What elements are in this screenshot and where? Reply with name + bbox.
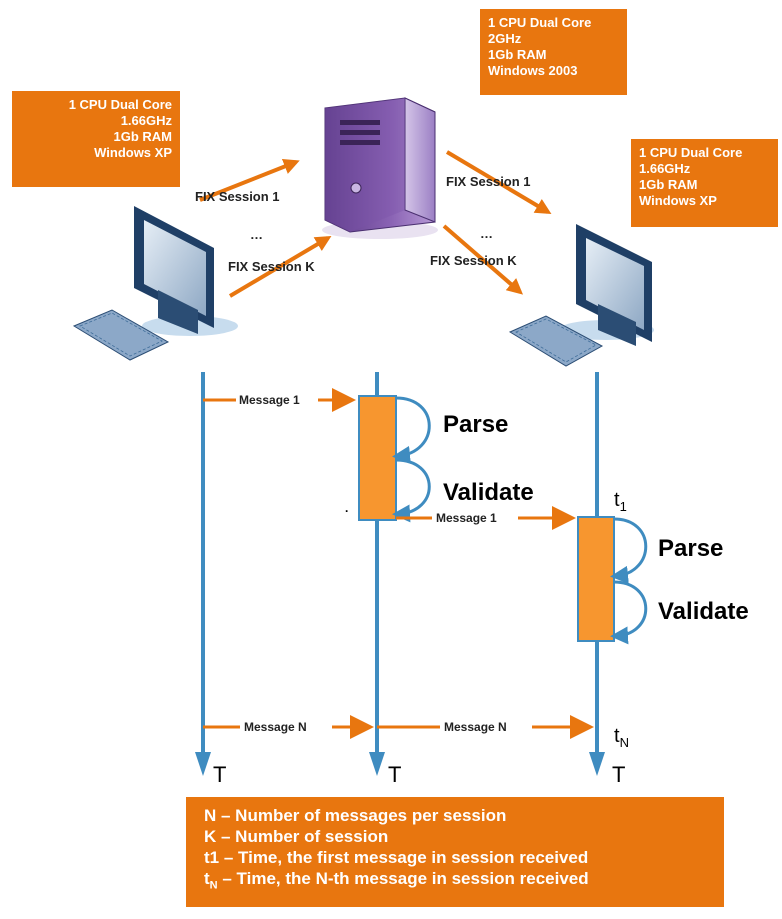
server-time-axis-label: T [388, 762, 401, 787]
server-dot-mark: . [345, 501, 348, 515]
spec-line: 1 CPU Dual Core [68, 97, 172, 112]
spec-line: 1 CPU Dual Core [639, 145, 743, 160]
left-timeline-arrowhead [195, 752, 211, 776]
session-1-arrow-right [445, 150, 552, 215]
legend-line-tn: tN – Time, the N-th message in session r… [204, 869, 589, 892]
session-k-right-label: FIX Session K [430, 253, 517, 268]
client-validate-label: Validate [658, 598, 749, 625]
session-1-right-label: FIX Session 1 [446, 174, 531, 189]
spec-line: 1Gb RAM [113, 129, 173, 144]
message-n-left-label-bg [240, 719, 332, 735]
server-validate-loop [392, 458, 431, 523]
left-time-axis-label: T [213, 762, 226, 787]
left-client-computer-icon [72, 206, 238, 361]
session-k-left-label: FIX Session K [228, 259, 315, 274]
spec-line: 1Gb RAM [639, 177, 698, 192]
server-parse-label: Parse [443, 411, 508, 438]
right-time-axis-label: T [612, 762, 625, 787]
server-parse-loop [392, 396, 431, 464]
spec-line: Windows XP [94, 145, 172, 160]
spec-line: 1.66GHz [120, 113, 172, 128]
server-timeline-arrowhead [369, 752, 385, 776]
spec-line: Windows XP [639, 193, 717, 208]
tn-label: tN [614, 725, 629, 750]
server-icon [322, 97, 438, 239]
spec-line: 1Gb RAM [488, 47, 547, 62]
message-1-right-label: Message 1 [436, 511, 497, 525]
left-client-spec-box: 1 CPU Dual Core 1.66GHz 1Gb RAM Windows … [12, 91, 180, 187]
session-ellipsis-left: … [250, 227, 263, 242]
spec-line: Windows 2003 [488, 63, 578, 78]
spec-line: 1.66GHz [639, 161, 691, 176]
message-n-right-label-bg [440, 719, 532, 735]
session-1-arrow-left [199, 158, 300, 202]
server-validate-label: Validate [443, 479, 534, 506]
message-1-right-label-bg [432, 510, 518, 526]
spec-line: 1 CPU Dual Core [488, 15, 592, 30]
t1-label: t1 [614, 489, 627, 514]
legend-line-n: N – Number of messages per session [204, 806, 507, 825]
legend-line-k: K – Number of session [204, 827, 389, 846]
legend-box: N – Number of messages per session K – N… [186, 797, 724, 907]
server-spec-box: 1 CPU Dual Core 2GHz 1Gb RAM Windows 200… [480, 9, 627, 95]
right-timeline-arrowhead [589, 752, 605, 776]
client-processing-block [577, 516, 615, 642]
message-n-right-label: Message N [444, 720, 507, 734]
session-ellipsis-right: … [480, 226, 493, 241]
client-validate-loop [610, 580, 648, 645]
spec-line: 2GHz [488, 31, 522, 46]
server-processing-block [358, 395, 397, 521]
client-parse-label: Parse [658, 535, 723, 562]
session-k-arrow-left [228, 235, 332, 298]
right-client-spec-box: 1 CPU Dual Core 1.66GHz 1Gb RAM Windows … [631, 139, 778, 227]
client-parse-loop [610, 517, 648, 584]
right-client-computer-icon [508, 224, 654, 367]
message-n-left-label: Message N [244, 720, 307, 734]
legend-line-t1: t1 – Time, the first message in session … [204, 848, 589, 867]
message-1-label-bg [236, 392, 318, 408]
session-k-arrow-right [442, 224, 524, 295]
session-1-left-label: FIX Session 1 [195, 189, 280, 204]
message-1-left-label: Message 1 [239, 393, 300, 407]
